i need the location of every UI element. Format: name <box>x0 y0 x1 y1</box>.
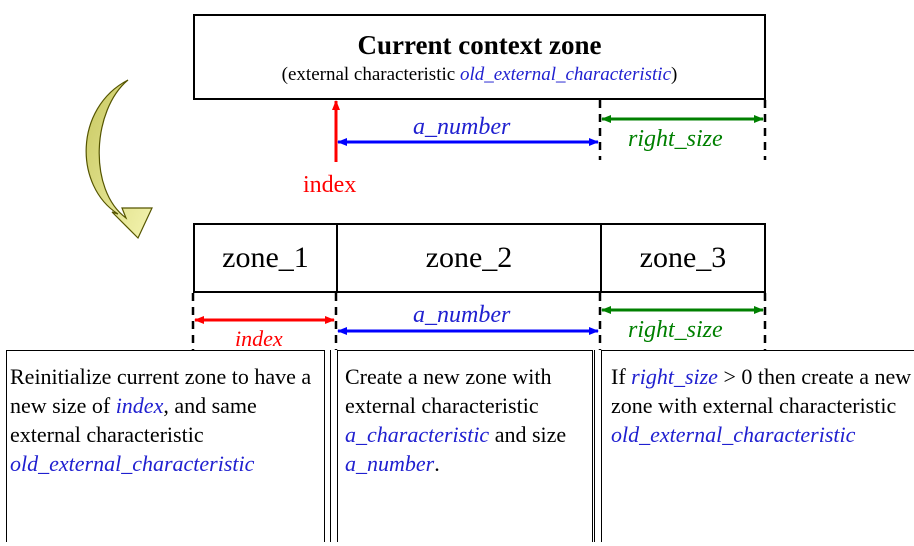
bottom-a-number-label: a_number <box>413 302 511 328</box>
zone-2-text-1: Create a new zone with external characte… <box>345 364 552 418</box>
zone-1-description-frame <box>6 350 325 542</box>
zone-3-description: If right_size > 0 then create a new zone… <box>601 350 914 546</box>
zone-3-text-2: > 0 then create a new zone with external… <box>611 364 912 418</box>
top-index-label: index <box>303 172 357 198</box>
current-zone-subtitle: (external characteristic old_external_ch… <box>195 64 764 86</box>
top-a-number-label: a_number <box>413 114 511 140</box>
zone-2-text-2: and size <box>489 422 567 447</box>
current-context-zone: Current context zone (external character… <box>193 14 766 100</box>
frame-edge-1 <box>330 350 331 542</box>
top-right-size-label: right_size <box>628 126 723 152</box>
bottom-index-label: index <box>235 326 283 351</box>
zone-1-var-1: index <box>115 393 164 418</box>
zone-3-description-frame <box>601 350 914 542</box>
bottom-right-size-label: right_size <box>628 317 723 343</box>
zone-2-var-2: a_number <box>345 451 435 476</box>
zone-3-cell: zone_3 <box>602 225 764 291</box>
zone-1-description: Reinitialize current zone to have a new … <box>0 350 329 546</box>
current-zone-title: Current context zone <box>357 30 602 60</box>
zone-3-label: zone_3 <box>639 241 727 274</box>
zone-1-var-2: old_external_characteristic <box>10 451 255 476</box>
zone-1-cell: zone_1 <box>195 225 338 291</box>
zones-row: zone_1 zone_2 zone_3 <box>193 223 766 293</box>
zone-2-description: Create a new zone with external characte… <box>337 350 593 546</box>
zone-3-var-2: old_external_characteristic <box>611 422 856 447</box>
zone-1-label: zone_1 <box>222 241 309 274</box>
subtitle-suffix: ) <box>671 64 678 85</box>
subtitle-prefix: (external characteristic <box>281 64 460 85</box>
zone-3-var-1: right_size <box>631 364 718 389</box>
subtitle-variable: old_external_characteristic <box>459 64 671 85</box>
zone-1-text-1: Reinitialize current zone to have a new … <box>10 364 312 418</box>
zone-2-description-text: Create a new zone with external characte… <box>345 362 589 478</box>
zone-2-label: zone_2 <box>425 241 513 274</box>
zone-2-cell: zone_2 <box>338 225 602 291</box>
zone-3-text-1: If <box>611 364 632 389</box>
frame-edge-2 <box>594 350 595 542</box>
zone-2-description-frame <box>337 350 593 542</box>
zone-2-text-3: . <box>434 451 440 476</box>
zone-1-description-text: Reinitialize current zone to have a new … <box>10 362 322 478</box>
zone-2-var-1: a_characteristic <box>345 422 490 447</box>
zone-3-description-text: If right_size > 0 then create a new zone… <box>611 362 914 449</box>
curved-transition-arrow-icon <box>85 79 153 240</box>
zone-1-text-2: , and same external characteristic <box>10 393 257 447</box>
